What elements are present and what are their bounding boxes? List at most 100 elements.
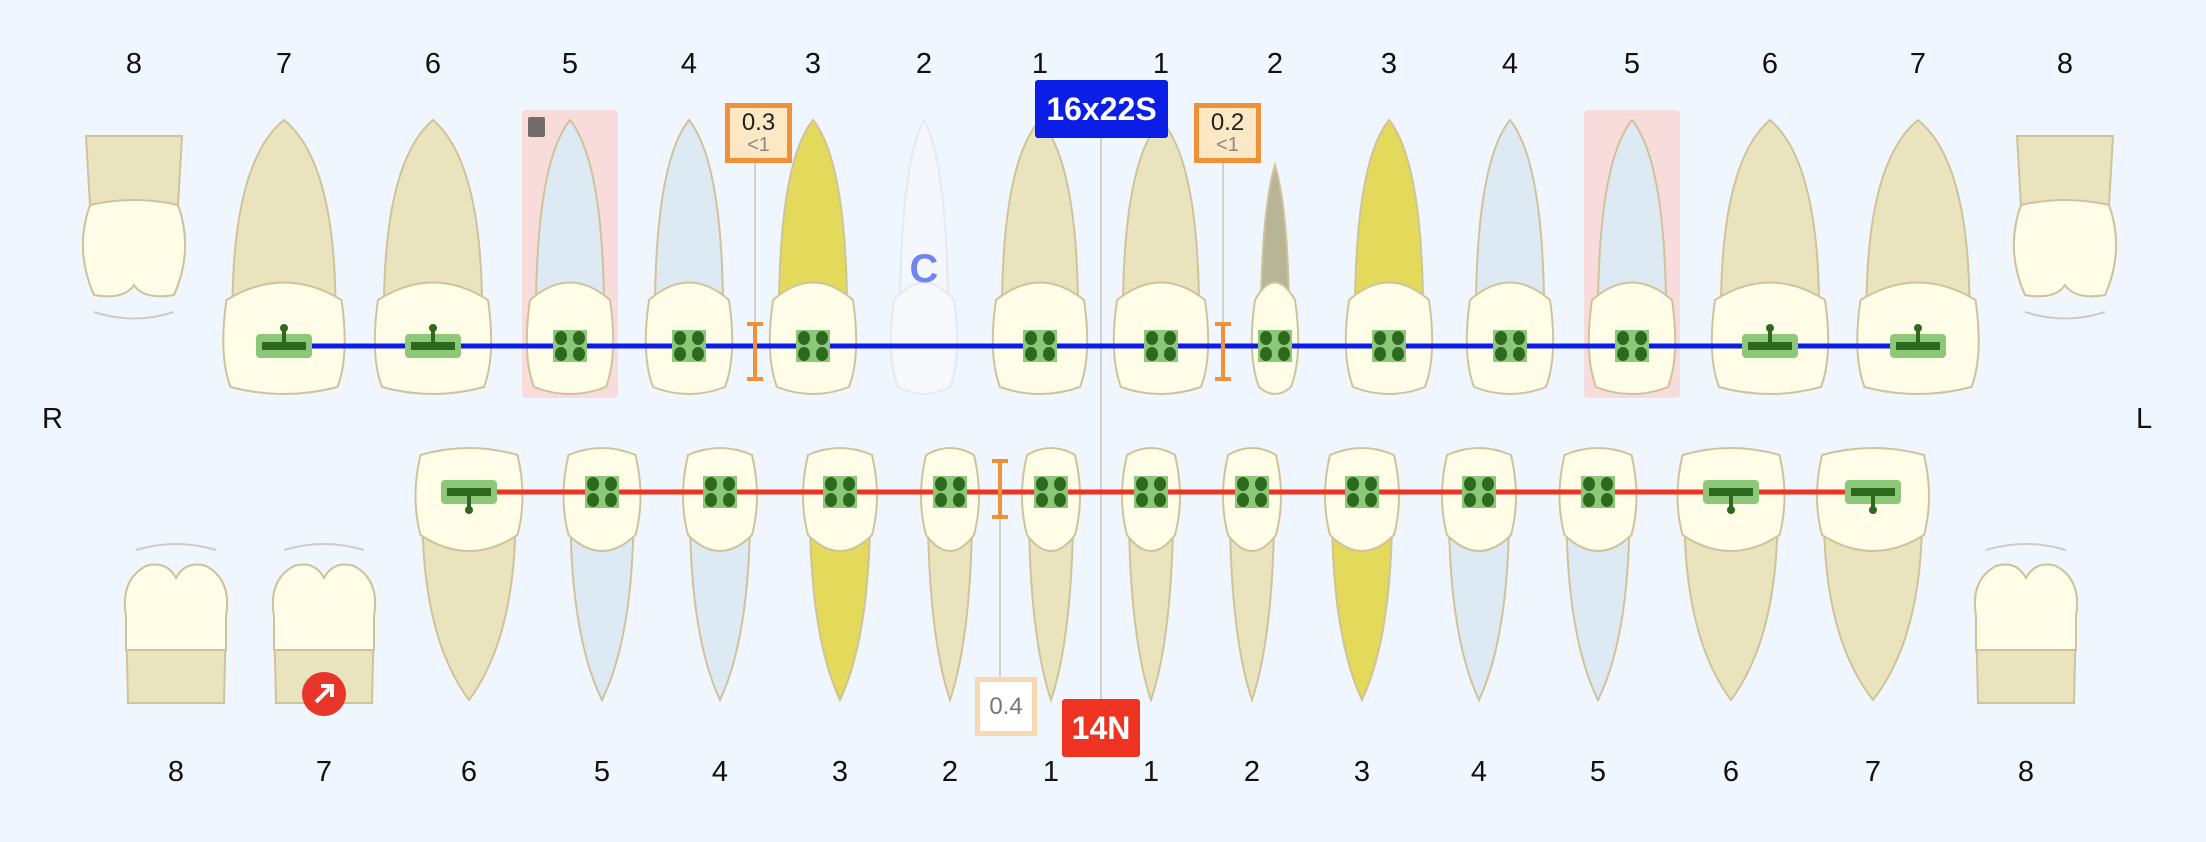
- bracket-wing: [1260, 347, 1272, 361]
- bracket-wing: [692, 347, 704, 361]
- tooth-root: [1000, 118, 1080, 301]
- lower-tooth-5[interactable]: [562, 447, 642, 703]
- molar-tube[interactable]: [256, 324, 312, 358]
- space-value: 0.4: [989, 692, 1023, 720]
- lower-tooth-7[interactable]: [1816, 447, 1930, 702]
- molar-tube[interactable]: [1845, 480, 1901, 514]
- tube-hook-ball: [1914, 324, 1922, 332]
- tooth-root: [382, 118, 484, 301]
- tooth-root: [1683, 524, 1779, 702]
- bracket-wing: [723, 477, 735, 491]
- space-indicator[interactable]: [747, 322, 763, 381]
- space-indicator[interactable]: [1215, 322, 1231, 381]
- lower-tooth-number: 5: [593, 756, 611, 788]
- lower-tooth-number: 4: [711, 756, 729, 788]
- molar-tube[interactable]: [441, 480, 497, 514]
- bracket-wing: [1495, 331, 1507, 345]
- molar-tube[interactable]: [405, 324, 461, 358]
- bracket[interactable]: [672, 330, 706, 362]
- bracket-wing: [798, 347, 810, 361]
- molar-tube[interactable]: [1890, 324, 1946, 358]
- upper-tooth-number: 3: [1380, 48, 1398, 80]
- bracket[interactable]: [1034, 476, 1068, 508]
- bracket[interactable]: [823, 476, 857, 508]
- upper-tooth-number: 5: [1623, 48, 1641, 80]
- lower-tooth-8[interactable]: [1974, 543, 2078, 704]
- bracket[interactable]: [1372, 330, 1406, 362]
- tooth-root: [1719, 118, 1821, 301]
- tube-hook-ball: [1869, 506, 1877, 514]
- tooth-root: [421, 524, 517, 702]
- tube-hook-ball: [280, 324, 288, 332]
- lower-tooth-4[interactable]: [682, 447, 758, 703]
- bracket[interactable]: [1462, 476, 1496, 508]
- lower-tooth-number: 8: [167, 756, 185, 788]
- lower-tooth-8[interactable]: [124, 543, 228, 704]
- bracket-wing: [1635, 331, 1647, 345]
- upper-wire-label[interactable]: 16x22S: [1035, 80, 1168, 138]
- bracket-wing: [1154, 477, 1166, 491]
- upper-tooth-8[interactable]: [81, 135, 187, 320]
- lower-tooth-3[interactable]: [1324, 447, 1400, 703]
- tooth-root: [534, 118, 606, 301]
- bracket-wing: [1635, 347, 1647, 361]
- bracket[interactable]: [1345, 476, 1379, 508]
- bracket-wing: [674, 331, 686, 345]
- bracket[interactable]: [1615, 330, 1649, 362]
- tooth-root: [808, 524, 872, 703]
- bracket-wing: [1025, 331, 1037, 345]
- lower-tooth-6[interactable]: [1676, 447, 1786, 702]
- note-icon[interactable]: [528, 117, 545, 137]
- lower-tooth-7[interactable]: [272, 543, 376, 716]
- upper-tooth-number: 7: [275, 48, 293, 80]
- bracket-wing: [573, 331, 585, 345]
- tooth-root: [653, 118, 725, 301]
- bracket[interactable]: [1144, 330, 1178, 362]
- eruption-arrow-icon[interactable]: [302, 672, 346, 716]
- upper-tooth-number: 7: [1909, 48, 1927, 80]
- space-box-upper-l1-l2[interactable]: 0.2 <1: [1194, 103, 1261, 163]
- bracket-wing: [1583, 493, 1595, 507]
- bracket[interactable]: [703, 476, 737, 508]
- tube-hook-ball: [465, 506, 473, 514]
- lower-wire-label[interactable]: 14N: [1062, 699, 1140, 757]
- lower-tooth-2[interactable]: [920, 447, 980, 704]
- bracket-wing: [935, 493, 947, 507]
- bracket-wing: [674, 347, 686, 361]
- bracket[interactable]: [1235, 476, 1269, 508]
- lower-tooth-5[interactable]: [1558, 447, 1638, 703]
- tooth-root: [1027, 524, 1075, 704]
- bracket[interactable]: [1258, 330, 1292, 362]
- bracket[interactable]: [1134, 476, 1168, 508]
- lower-tooth-number: 2: [1243, 756, 1261, 788]
- space-box-lower-r2-r1[interactable]: 0.4: [975, 677, 1037, 736]
- bracket-wing: [1237, 493, 1249, 507]
- bracket-wing: [573, 347, 585, 361]
- molar-tube[interactable]: [1742, 324, 1798, 358]
- lower-tooth-number: 4: [1470, 756, 1488, 788]
- bracket[interactable]: [585, 476, 619, 508]
- bracket[interactable]: [1581, 476, 1615, 508]
- bracket[interactable]: [1023, 330, 1057, 362]
- bracket[interactable]: [796, 330, 830, 362]
- space-box-upper-r4-r3[interactable]: 0.3 <1: [725, 103, 792, 163]
- bracket[interactable]: [553, 330, 587, 362]
- upper-tooth-2[interactable]: C: [889, 117, 959, 395]
- bracket[interactable]: [1493, 330, 1527, 362]
- bracket-wing: [1365, 477, 1377, 491]
- upper-tooth-number: 6: [1761, 48, 1779, 80]
- bracket-wing: [1154, 493, 1166, 507]
- upper-tooth-number: 2: [915, 48, 933, 80]
- lower-tooth-number: 5: [1589, 756, 1607, 788]
- upper-tooth-8[interactable]: [2012, 135, 2118, 320]
- bracket-wing: [1255, 493, 1267, 507]
- bracket-wing: [1601, 477, 1613, 491]
- bracket-wing: [1347, 493, 1359, 507]
- space-sub: <1: [747, 134, 770, 157]
- molar-tube[interactable]: [1703, 480, 1759, 514]
- upper-tooth-number: 6: [424, 48, 442, 80]
- lower-tooth-number: 8: [2017, 756, 2035, 788]
- space-indicator[interactable]: [992, 459, 1008, 519]
- tube-hook-ball: [1727, 506, 1735, 514]
- bracket[interactable]: [933, 476, 967, 508]
